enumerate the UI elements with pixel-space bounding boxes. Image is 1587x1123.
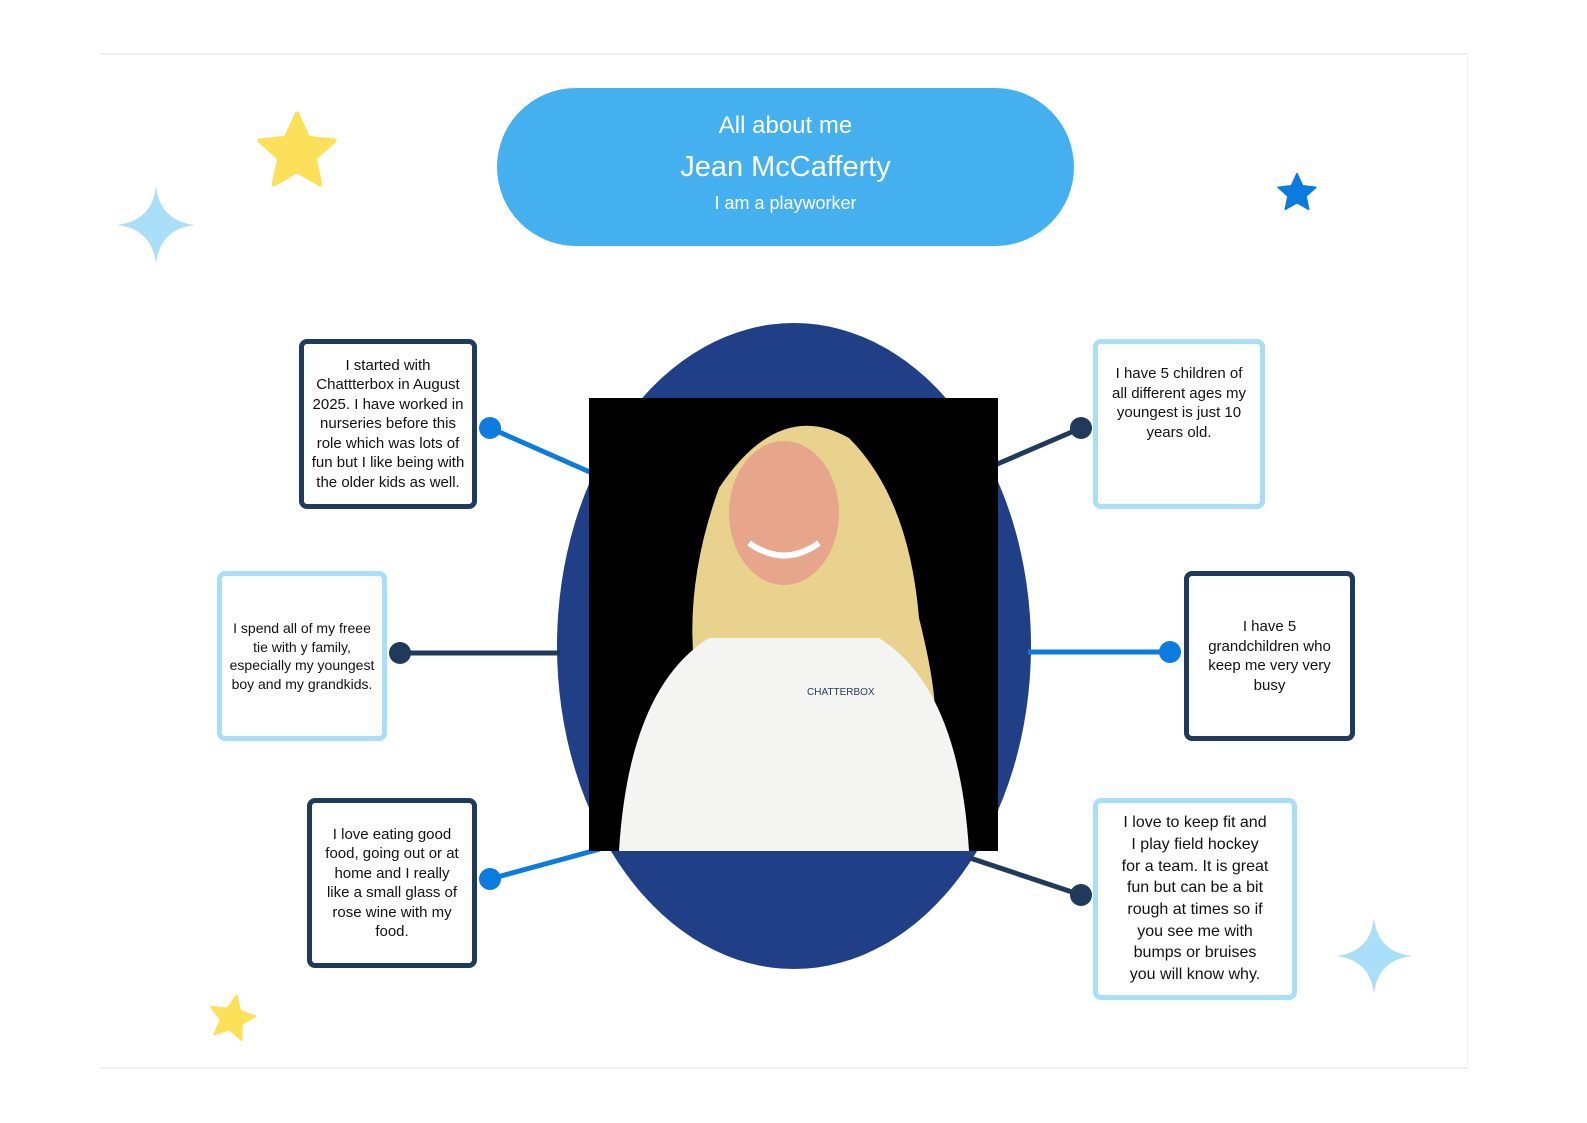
shirt-logo: CHATTERBOX	[807, 687, 875, 698]
fact-text: I started with Chattterbox in August 202…	[311, 356, 465, 491]
connector-dot	[479, 868, 501, 890]
fact-box-food: I love eating good food, going out or at…	[307, 798, 477, 968]
connector-dot	[1070, 417, 1092, 439]
fact-box-started: I started with Chattterbox in August 202…	[299, 339, 477, 509]
banner-title: All about me	[718, 112, 853, 139]
sparkle-icon	[117, 185, 195, 270]
person-name: Jean McCafferty	[680, 151, 891, 183]
fact-box-grandchildren: I have 5 grandchildren who keep me very …	[1184, 571, 1355, 741]
profile-photo: CHATTERBOX	[589, 398, 998, 851]
fact-text: I have 5 grandchildren who keep me very …	[1208, 618, 1331, 694]
fact-text: I have 5 children of all different ages …	[1112, 365, 1246, 441]
yellow-star-icon	[206, 993, 258, 1046]
connector-line	[994, 425, 1082, 468]
connector-line	[969, 855, 1082, 898]
connector-line	[489, 846, 601, 882]
fact-box-family: I spend all of my freee tie with y famil…	[217, 571, 387, 741]
connector-dot	[1159, 641, 1181, 663]
connector-line	[488, 425, 594, 476]
connector-dot	[1070, 884, 1092, 906]
title-banner: All about me Jean McCafferty I am a play…	[497, 88, 1074, 246]
connector-dot	[479, 417, 501, 439]
fact-box-children: I have 5 children of all different ages …	[1093, 339, 1265, 509]
sparkle-icon	[1336, 917, 1412, 1000]
fact-box-hockey: I love to keep fit and I play field hock…	[1093, 798, 1297, 1000]
fact-text: I love eating good food, going out or at…	[325, 825, 459, 941]
yellow-star-icon	[255, 110, 339, 195]
person-role: I am a playworker	[714, 193, 857, 213]
blue-star-icon	[1276, 172, 1318, 217]
fact-text: I love to keep fit and I play field hock…	[1121, 814, 1269, 984]
connector-dot	[389, 642, 411, 664]
fact-text: I spend all of my freee tie with y famil…	[229, 620, 375, 692]
page-frame	[100, 53, 1468, 1069]
